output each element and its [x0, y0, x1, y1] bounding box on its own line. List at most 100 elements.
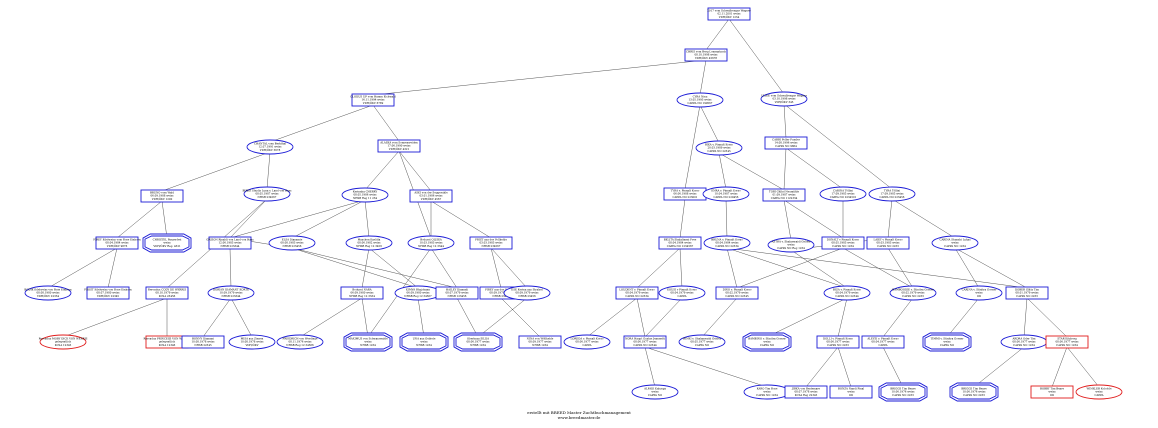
dog-node[interactable]: GRISON Rinaldi von Land von Hass12.06.19…: [206, 236, 254, 250]
node-text-line: MAXIMUS von Schwarzwalde: [348, 336, 388, 340]
node-ellipse: [503, 285, 551, 301]
pedigree-edges: [47, 18, 1100, 388]
dog-node[interactable]: Reroadux MOBY DICK VON WERRISgelegentlic…: [39, 334, 88, 350]
node-box: [707, 7, 751, 21]
pedigree-edge: [954, 247, 980, 289]
pedigree-edge: [887, 198, 893, 239]
dog-node[interactable]: ULIKE vom Schwalbengar Wagner03.10.1998 …: [760, 91, 808, 107]
node-text-line: KARO Tim Rose: [757, 386, 778, 390]
node-text-line: KCSA 12345: [55, 343, 72, 347]
node-box: [715, 286, 759, 300]
node-text-line: ALASKA vom Sonnenweiden: [379, 140, 418, 144]
node-text-line: VDH/ÖKV 5678: [259, 147, 281, 152]
node-text-line: 10.09.1979 weiss: [220, 291, 244, 295]
dog-node[interactable]: FIREY Edelweiss vom Rose Einhorn08.04.19…: [93, 236, 141, 250]
node-box: [615, 286, 659, 300]
pedigree-edge: [107, 247, 118, 289]
node-text-line: weiss: [364, 340, 372, 344]
node-text-line: HINKI v. Shalanwaidi Geldes: [683, 336, 722, 340]
pedigree-edge: [725, 198, 728, 239]
node-ellipse: [823, 285, 871, 301]
dog-node[interactable]: BIRKE Shudis Luna v. Land von Hass08.05.…: [243, 186, 293, 202]
dog-node[interactable]: FROST Edelweiss von Rose Einhorn08.07.19…: [84, 286, 132, 300]
node-text-line: CARRI Poller Funder: [772, 137, 800, 141]
dog-node[interactable]: BODIE Edelweiss von Rose Einhorn08.08.19…: [24, 285, 72, 301]
node-text-line: BONZA Nandi Pinal: [838, 386, 864, 390]
node-text-line: 2017 vom Schwalbengar Wagner: [707, 8, 751, 12]
dog-node[interactable]: Reroadux PRINCESS VON WERRISgelegentlich…: [144, 335, 191, 349]
node-text-line: CAPPA NO 22334: [715, 244, 739, 248]
node-text-line: CAPPA NO 223456: [880, 195, 905, 199]
node-octagon-outer: [922, 332, 972, 352]
pedigree-edge: [1066, 346, 1100, 388]
pedigree-edge: [1026, 297, 1068, 338]
node-text-line: 08.06.1982 weiss: [358, 241, 382, 245]
